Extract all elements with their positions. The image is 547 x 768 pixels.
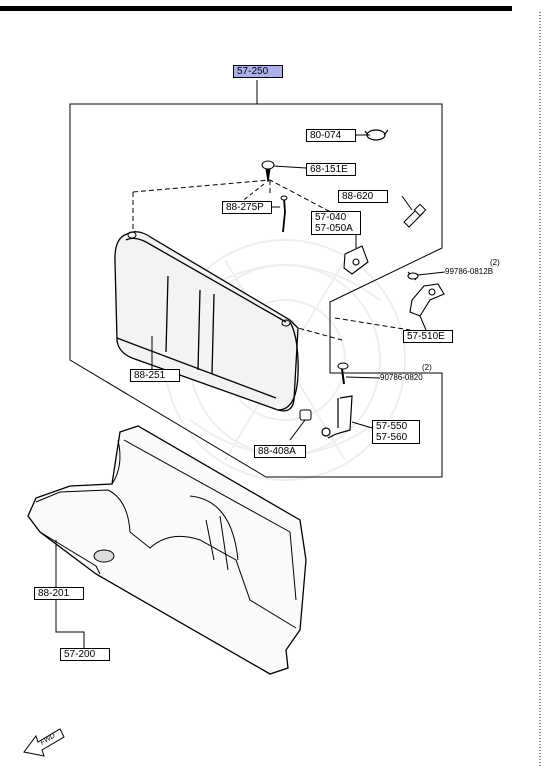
label-88-408a: 88-408A <box>254 445 306 458</box>
clip-80-074 <box>364 129 389 141</box>
label-88-275p: 88-275P <box>222 201 272 214</box>
label-90786-0820: 90786-0820 <box>380 373 423 382</box>
label-57-040: 57-040 <box>315 212 347 223</box>
screw-68-151e <box>261 160 275 183</box>
label-80-074: 80-074 <box>306 129 356 142</box>
bracket-57-040 <box>343 245 369 275</box>
trim-panel <box>27 425 307 675</box>
label-57-510e: 57-510E <box>403 330 453 343</box>
latch-57-510e <box>407 271 445 317</box>
label-57-200: 57-200 <box>60 648 110 661</box>
label-57-050a: 57-050A <box>315 223 353 234</box>
nut-88-408a <box>299 409 312 421</box>
top-border <box>0 6 512 11</box>
bolt-90786 <box>337 362 349 385</box>
label-68-151e: 68-151E <box>306 163 356 176</box>
bolt-88-620 <box>403 203 427 228</box>
label-57-550-group: 57-550 57-560 <box>372 420 420 444</box>
cargo-cover <box>114 231 299 412</box>
label-57-250: 57-250 <box>233 65 283 78</box>
trim-hole <box>93 549 115 563</box>
fwd-arrow-icon <box>23 728 65 757</box>
rod-88-275p <box>282 197 286 233</box>
label-57-550: 57-550 <box>376 421 408 432</box>
hinge-57-550 <box>321 395 353 439</box>
qty-99786: (2) <box>490 258 500 267</box>
label-57-040-group: 57-040 57-050A <box>311 211 361 235</box>
label-99786-0812b: 99786-0812B <box>445 267 494 276</box>
label-88-620: 88-620 <box>338 190 388 203</box>
qty-90786: (2) <box>422 363 432 372</box>
label-57-560: 57-560 <box>376 432 408 443</box>
assembly-frame <box>69 103 443 478</box>
label-88-201: 88-201 <box>34 587 84 600</box>
label-88-251: 88-251 <box>130 369 180 382</box>
